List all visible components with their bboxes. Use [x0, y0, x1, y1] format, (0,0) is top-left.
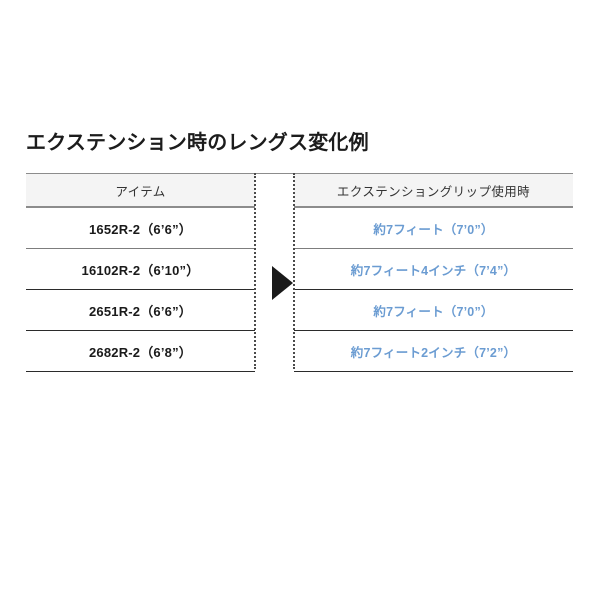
cell-gap [255, 330, 294, 372]
column-header-result: エクステンショングリップ使用時 [294, 173, 573, 208]
column-header-gap [255, 173, 294, 208]
cell-result: 約7フィート4インチ（7’4”） [294, 248, 573, 290]
cell-item: 2651R-2（6’6”） [26, 289, 255, 331]
cell-gap [255, 207, 294, 249]
cell-item: 16102R-2（6’10”） [26, 248, 255, 290]
table-header-row: アイテム エクステンショングリップ使用時 [26, 173, 573, 208]
table-row: 2651R-2（6’6”） 約7フィート（7’0”） [26, 289, 573, 331]
column-header-item: アイテム [26, 173, 255, 208]
table-header: アイテム エクステンショングリップ使用時 [26, 173, 573, 208]
table-row: 2682R-2（6’8”） 約7フィート2インチ（7’2”） [26, 330, 573, 372]
table-body: 1652R-2（6’6”） 約7フィート（7’0”） 16102R-2（6’10… [26, 207, 573, 372]
table-row: 16102R-2（6’10”） 約7フィート4インチ（7’4”） [26, 248, 573, 290]
cell-result: 約7フィート（7’0”） [294, 207, 573, 249]
page-title: エクステンション時のレングス変化例 [26, 132, 369, 154]
cell-result: 約7フィート（7’0”） [294, 289, 573, 331]
cell-result: 約7フィート2インチ（7’2”） [294, 330, 573, 372]
cell-item: 2682R-2（6’8”） [26, 330, 255, 372]
table-row: 1652R-2（6’6”） 約7フィート（7’0”） [26, 207, 573, 249]
right-triangle-arrow-icon [272, 266, 293, 300]
length-comparison-table: アイテム エクステンショングリップ使用時 1652R-2（6’6”） 約7フィー… [26, 173, 573, 372]
cell-item: 1652R-2（6’6”） [26, 207, 255, 249]
length-table-container: アイテム エクステンショングリップ使用時 1652R-2（6’6”） 約7フィー… [26, 173, 573, 372]
